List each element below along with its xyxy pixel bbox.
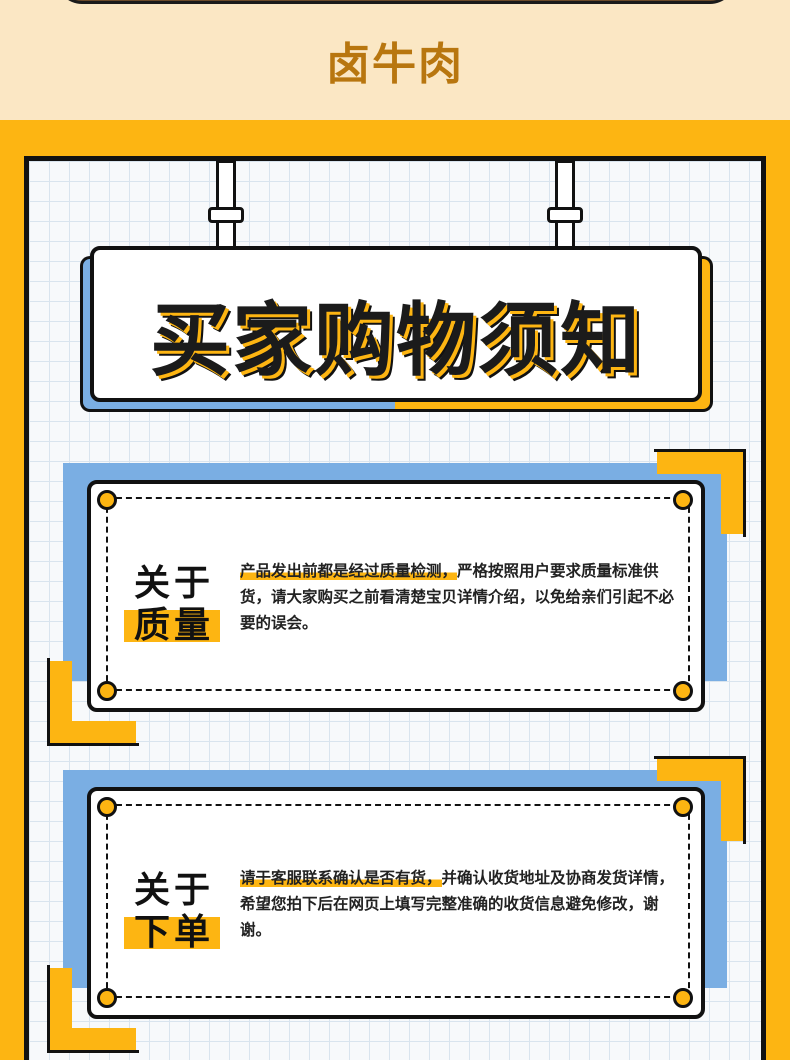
heading-highlight-bar <box>124 917 220 949</box>
corner-dot <box>673 681 693 701</box>
corner-bracket-top-right <box>654 449 746 537</box>
card-white <box>87 787 705 1019</box>
highlighted-phrase: 请于客服联系确认是否有货， <box>240 869 442 887</box>
section-body-text: 请于客服联系确认是否有货，并确认收货地址及协商发货详情，希望您拍下后在网页上填写… <box>240 865 684 943</box>
corner-dot <box>673 988 693 1008</box>
corner-dot <box>97 797 117 817</box>
corner-bracket-top-right <box>654 756 746 844</box>
product-photo-edge <box>56 0 736 4</box>
card-white <box>87 480 705 712</box>
highlighted-phrase: 产品发出前都是经过质量检测， <box>240 562 458 580</box>
body-paragraph: 并确认收货地址及协商发货详情，希望您拍下后在网页上填写完整准确的收货信息避免修改… <box>240 869 675 939</box>
body-paragraph: 严格按照用户要求质量标准供货，请大家购买之前看清楚宝贝详情介绍，以免给亲们引起不… <box>240 562 675 632</box>
sign-board <box>90 246 702 402</box>
sign-post-right <box>555 160 575 252</box>
card-dashed-border <box>106 497 690 691</box>
sign-clamp-right <box>547 207 583 223</box>
heading-highlight-bar <box>124 610 220 642</box>
section-body-text: 产品发出前都是经过质量检测，严格按照用户要求质量标准供货，请大家购买之前看清楚宝… <box>240 558 684 636</box>
section-heading-line1: 关于 <box>133 563 214 604</box>
section-heading-line2: 下单 <box>133 912 214 953</box>
sign-title: 买家购物须知 <box>150 294 642 387</box>
corner-bracket-bottom-left <box>47 965 139 1053</box>
top-band: 卤牛肉 <box>0 0 790 120</box>
sign-post-left <box>216 160 236 252</box>
card-dashed-border <box>106 804 690 998</box>
section-heading-line2: 质量 <box>133 605 214 646</box>
sign-clamp-left <box>208 207 244 223</box>
corner-dot <box>673 490 693 510</box>
corner-dot <box>97 681 117 701</box>
corner-dot <box>673 797 693 817</box>
corner-dot <box>97 988 117 1008</box>
corner-bracket-bottom-left <box>47 658 139 746</box>
section-heading-line1: 关于 <box>133 870 214 911</box>
corner-dot <box>97 490 117 510</box>
product-title: 卤牛肉 <box>326 39 464 90</box>
